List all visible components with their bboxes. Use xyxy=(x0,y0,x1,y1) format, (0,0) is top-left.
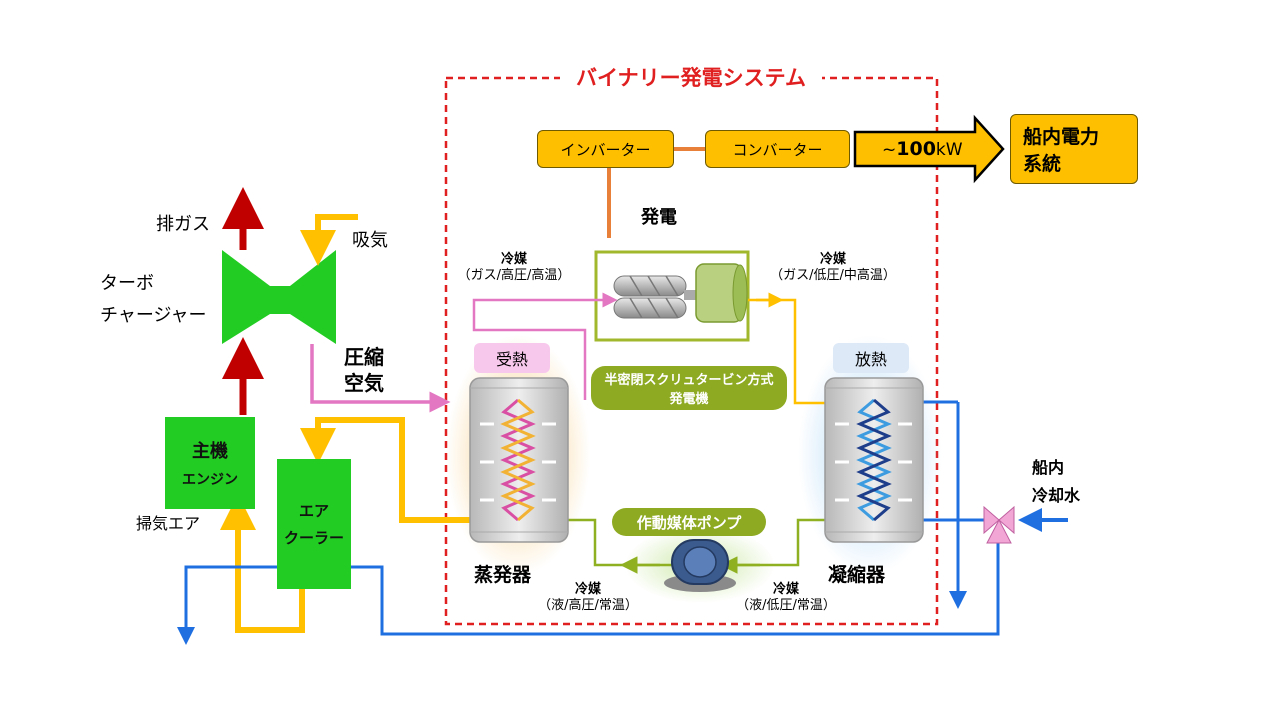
main-engine-line2: エンジン xyxy=(182,472,238,488)
compressed-line2: 空気 xyxy=(344,371,384,395)
refrigerant-liquid-high-detail: （液/高圧/常温） xyxy=(538,597,638,613)
pump-label: 作動媒体ポンプ xyxy=(636,513,742,532)
heat-release-tag: 放熱 xyxy=(833,343,909,373)
cooling-water-return xyxy=(177,540,1000,645)
generation-label: 発電 xyxy=(641,207,677,228)
turbocharger-compressor xyxy=(290,250,336,344)
scavenge-air-label: 掃気エア xyxy=(136,514,201,533)
turbo-line2: チャージャー xyxy=(100,304,207,326)
turbocharger-shaft xyxy=(266,286,294,314)
compressed-air-label: 圧縮 空気 xyxy=(344,344,384,396)
grid-line2: 系統 xyxy=(1023,153,1062,175)
power-output-arrow xyxy=(853,114,1005,184)
system-title-mask xyxy=(560,66,822,92)
turbo-line1: ターボ xyxy=(100,273,154,294)
refrigerant-warm-gas-label: 冷媒 （ガス/低圧/中高温） xyxy=(762,252,904,283)
pump-pill: 作動媒体ポンプ xyxy=(612,508,766,536)
intake-line xyxy=(300,214,358,266)
air-cooler-line2: クーラー xyxy=(283,529,344,547)
converter-label: コンバーター xyxy=(732,140,823,159)
refrigerant-hot-gas-label: 冷媒 （ガス/高圧/高温） xyxy=(450,252,578,283)
refrigerant-liquid-high-label: 冷媒 （液/高圧/常温） xyxy=(526,582,650,613)
generator-end xyxy=(732,264,748,322)
refrigerant-hot-gas-detail: （ガス/高圧/高温） xyxy=(457,267,571,283)
evaporator-flow-arrows xyxy=(480,422,556,502)
output-value: 100 xyxy=(896,138,936,160)
screw-threads xyxy=(629,275,679,319)
refrigerant-hot-gas-line xyxy=(472,292,618,400)
converter-box: コンバーター xyxy=(705,130,850,168)
heat-receive-label: 受熱 xyxy=(495,350,528,369)
refrigerant-hot-gas-title: 冷媒 xyxy=(500,252,527,267)
output-prefix: ~ xyxy=(882,140,897,160)
output-unit: kW xyxy=(935,140,963,160)
condenser-body xyxy=(824,377,924,543)
condenser-coil-blue xyxy=(856,398,892,522)
condenser-label: 凝縮器 xyxy=(828,564,886,586)
screw-rotor-top xyxy=(613,275,687,297)
pump-face xyxy=(683,546,717,578)
cooling-water-line1: 船内 xyxy=(1032,458,1065,477)
refrigerant-liquid-high-title: 冷媒 xyxy=(574,582,601,597)
scavenge-loop-from-evaporator xyxy=(300,417,470,523)
screw-rotor-bottom xyxy=(613,297,687,319)
turbocharger-turbine xyxy=(222,250,270,344)
inverter-box: インバーター xyxy=(537,130,674,168)
compressed-air-line xyxy=(310,344,451,413)
main-engine-line1: 主機 xyxy=(192,441,228,462)
turbine-line1: 半密閉スクリュタービン方式 xyxy=(604,373,774,388)
refrigerant-liquid-low-title: 冷媒 xyxy=(772,582,799,597)
condenser-flow-arrows xyxy=(835,422,912,502)
turbine-line2: 発電機 xyxy=(669,392,709,407)
evaporator-label: 蒸発器 xyxy=(474,564,532,586)
heat-receive-tag: 受熱 xyxy=(474,343,550,373)
system-title: バイナリー発電システム xyxy=(576,66,806,90)
heat-release-label: 放熱 xyxy=(854,350,887,369)
exhaust-gas-label: 排ガス xyxy=(156,214,210,235)
generator-shaft xyxy=(684,290,698,300)
cooling-water-label: 船内 冷却水 xyxy=(1032,454,1080,510)
three-way-valve-right xyxy=(998,505,1015,535)
inverter-label: インバーター xyxy=(560,140,651,159)
air-cooler-box: エア クーラー xyxy=(277,459,351,589)
turbine-generator-pill: 半密閉スクリュタービン方式 発電機 xyxy=(591,366,787,410)
main-engine-box: 主機 エンジン xyxy=(165,417,255,509)
three-way-valve-left xyxy=(983,505,1000,535)
refrigerant-warm-gas-detail: （ガス/低圧/中高温） xyxy=(770,267,896,283)
refrigerant-liquid-low-label: 冷媒 （液/低圧/常温） xyxy=(724,582,848,613)
cooling-water-line2: 冷却水 xyxy=(1032,486,1081,505)
evaporator-coil-pink xyxy=(500,398,536,522)
compressed-line1: 圧縮 xyxy=(344,345,384,369)
scavenge-loop-to-engine xyxy=(220,494,305,633)
intake-label: 吸気 xyxy=(352,230,388,251)
grid-box: 船内電力 系統 xyxy=(1010,114,1138,184)
refrigerant-warm-gas-title: 冷媒 xyxy=(819,252,846,267)
grid-line1: 船内電力 xyxy=(1023,126,1100,148)
condenser-coil-dark xyxy=(856,398,892,522)
turbocharger-label: ターボ チャージャー xyxy=(100,268,207,331)
evaporator-coil-orange xyxy=(500,398,536,522)
three-way-valve-bottom xyxy=(986,518,1012,544)
air-cooler-line1: エア xyxy=(298,502,329,520)
refrigerant-liquid-low-detail: （液/低圧/常温） xyxy=(736,597,836,613)
output-label: ~100kW xyxy=(882,138,963,161)
